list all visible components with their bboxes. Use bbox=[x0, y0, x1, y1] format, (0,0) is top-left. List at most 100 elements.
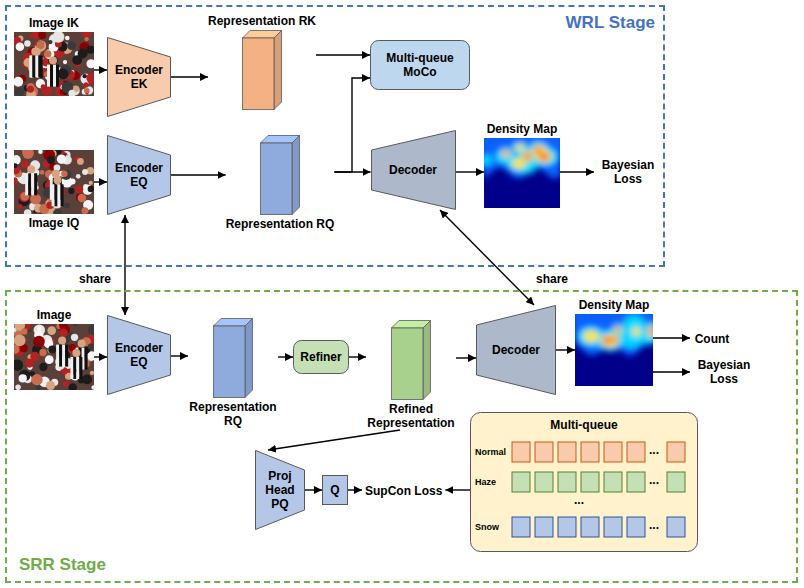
trapezoid bbox=[108, 136, 171, 215]
rounded-box bbox=[294, 341, 349, 374]
player-head bbox=[49, 57, 57, 65]
heat-blob bbox=[604, 334, 617, 347]
crowd-figure bbox=[47, 326, 56, 335]
encoder-block: Encoder EK bbox=[107, 37, 171, 117]
shape-box bbox=[260, 135, 300, 215]
node-label: Image IQ bbox=[29, 216, 80, 230]
queue-cell bbox=[512, 442, 530, 462]
node-label: Encoder EK bbox=[111, 63, 167, 91]
heat-blob bbox=[502, 150, 511, 157]
node-label: Representation RQ bbox=[226, 217, 335, 231]
node-label: Proj Head PQ bbox=[260, 469, 300, 511]
block-front bbox=[214, 326, 246, 398]
queue-cell bbox=[604, 442, 622, 462]
decoder-block: Decoder bbox=[476, 305, 556, 395]
flow-arrow bbox=[268, 430, 400, 450]
queue-cell bbox=[558, 442, 576, 462]
node-label: Image IK bbox=[29, 16, 79, 30]
trapezoid bbox=[371, 131, 455, 210]
feature-block: Representation RQ bbox=[188, 318, 278, 428]
trapezoid bbox=[477, 306, 556, 395]
player-shirt bbox=[65, 345, 68, 367]
crowd-figure bbox=[14, 163, 18, 168]
crowd-figure bbox=[59, 328, 68, 337]
encoder-block: Encoder EQ bbox=[107, 135, 171, 215]
flow-arrow bbox=[334, 78, 370, 172]
stage-region: SRR StageImageEncoder EQRepresentation R… bbox=[5, 290, 798, 583]
crowd-figure bbox=[86, 72, 94, 83]
player-shirt bbox=[32, 55, 35, 77]
shape-box bbox=[14, 324, 94, 390]
crowd-figure bbox=[36, 386, 41, 390]
crowd-figure bbox=[68, 188, 74, 194]
heat-band bbox=[484, 138, 560, 179]
heat-blob bbox=[522, 151, 533, 162]
shape-outline bbox=[484, 138, 560, 208]
player-shirt bbox=[56, 65, 59, 87]
crowd-figure bbox=[78, 194, 87, 203]
heat-blob bbox=[603, 337, 610, 344]
queue-cell bbox=[581, 442, 599, 462]
queue-cell bbox=[627, 442, 645, 462]
crowd-figure bbox=[52, 32, 64, 43]
trapezoid bbox=[108, 38, 171, 117]
player-shirt bbox=[62, 345, 65, 367]
crowd-figure bbox=[82, 169, 88, 175]
crowd-figure bbox=[63, 381, 69, 387]
node-label: Decoder bbox=[492, 343, 540, 357]
crowd-figure bbox=[82, 374, 92, 384]
player-shirt bbox=[29, 55, 32, 77]
heat-blob bbox=[484, 155, 493, 165]
crowd-figure bbox=[68, 383, 77, 390]
crowd-figure bbox=[90, 371, 94, 375]
crowd-figure bbox=[14, 77, 23, 87]
flow-arrow bbox=[316, 54, 370, 55]
block-front bbox=[392, 328, 424, 400]
node-label: Multi-queue MoCo bbox=[375, 51, 465, 79]
heat-blob bbox=[539, 153, 549, 159]
crowd-figure bbox=[65, 36, 70, 41]
heat-blob bbox=[612, 337, 617, 343]
node-label: SupCon Loss bbox=[365, 484, 442, 498]
heat-blob bbox=[524, 153, 530, 159]
connector-group bbox=[94, 55, 690, 490]
crowd-figure bbox=[73, 324, 77, 327]
crowd-figure bbox=[68, 90, 75, 96]
player-head bbox=[27, 165, 35, 173]
crowd-figure bbox=[57, 154, 66, 163]
queue-cell bbox=[512, 517, 530, 537]
player-shirt bbox=[31, 173, 34, 195]
ellipsis: ... bbox=[649, 443, 659, 457]
flow-arrow bbox=[94, 356, 107, 357]
shape-box bbox=[14, 32, 94, 96]
flow-arrow bbox=[124, 215, 125, 315]
heat-blob bbox=[512, 158, 526, 168]
crowd-figure bbox=[46, 381, 55, 390]
queue-cell bbox=[535, 472, 553, 492]
player-shirt bbox=[79, 357, 82, 379]
queue-cell bbox=[667, 442, 685, 462]
stage-title: SRR Stage bbox=[19, 555, 106, 575]
feature-block: Refined Representation bbox=[366, 320, 456, 430]
player-head bbox=[78, 340, 86, 348]
queue-cell bbox=[604, 472, 622, 492]
block-front bbox=[243, 38, 275, 110]
node-label: Count bbox=[695, 332, 730, 346]
moco-box: Multi-queue MoCo bbox=[370, 40, 470, 90]
flow-arrow bbox=[456, 171, 485, 172]
flow-arrow bbox=[349, 356, 366, 357]
stage-title: WRL Stage bbox=[566, 13, 655, 33]
crowd-figure bbox=[14, 334, 26, 346]
flow-arrow bbox=[305, 489, 322, 490]
crowd-figure bbox=[83, 74, 87, 78]
player-shirt bbox=[59, 345, 62, 367]
crowd-figure bbox=[30, 352, 39, 361]
flow-arrow bbox=[653, 371, 690, 372]
crowd-figure bbox=[81, 207, 88, 214]
queue-cell bbox=[558, 517, 576, 537]
crowd-figure bbox=[24, 40, 30, 46]
flow-arrow bbox=[94, 69, 107, 70]
shape-outline bbox=[391, 320, 431, 400]
player-shirt bbox=[50, 65, 53, 87]
crowd-figure bbox=[61, 170, 71, 180]
